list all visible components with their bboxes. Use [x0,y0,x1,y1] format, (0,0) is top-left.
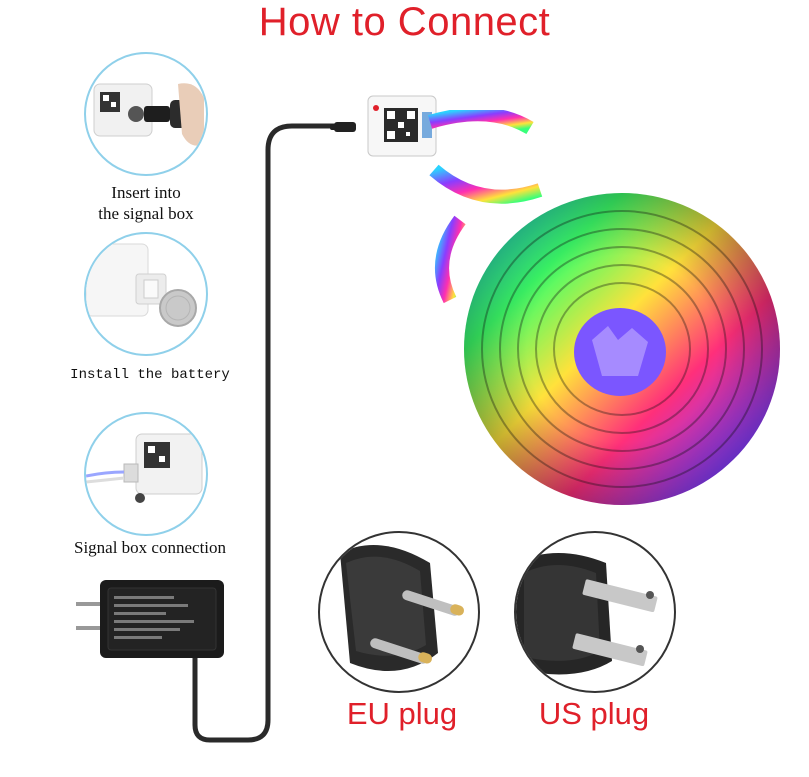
step-insert-label-line1: Insert into [111,183,181,202]
led-strip-tail [427,110,543,304]
us-plug-label: US plug [538,696,650,731]
step-insert-label: Insert into the signal box [64,182,228,224]
step-connection-label: Signal box connection [73,538,227,557]
step-battery-label: Install the battery [70,367,230,383]
led-strip-reel [464,193,780,505]
page-title: How to Connect [258,0,551,44]
step-insert-label-line2: the signal box [98,204,194,223]
install-battery-photo [84,232,208,356]
signal-box-connection-photo [84,412,208,536]
eu-plug-photo [318,531,480,693]
eu-plug-label: EU plug [346,696,458,731]
power-adapter [76,580,224,658]
insert-signal-box-photo [84,52,208,176]
us-plug-photo [514,531,676,693]
